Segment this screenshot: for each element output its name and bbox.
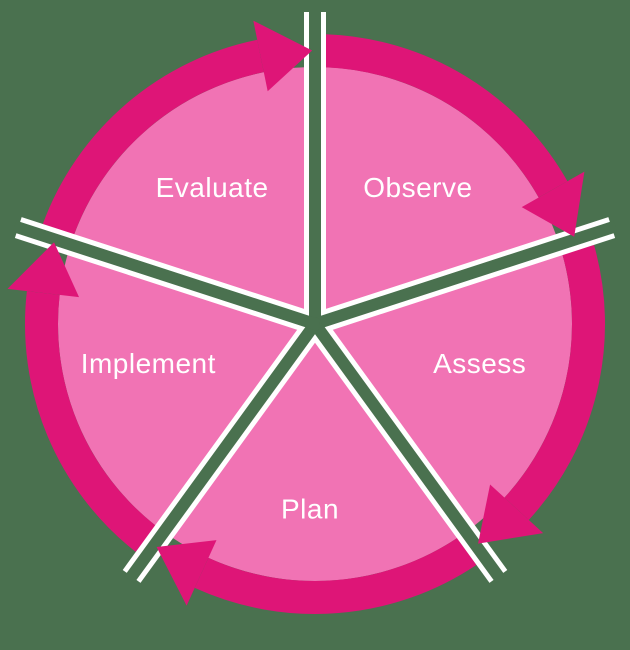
slice-label-evaluate: Evaluate [156,172,269,203]
arrow-head-evaluate [253,20,313,92]
arrow-arc-assess [504,245,605,520]
slice-plan [163,324,467,582]
arrow-arc-implement [25,291,157,552]
arrow-head-observe [521,171,585,237]
slice-label-implement: Implement [81,348,216,379]
arrow-arc-observe [324,34,568,198]
divider-gap-line [12,220,321,331]
arrow-arc-plan [194,537,477,614]
divider-gap-line [309,220,618,331]
arrow-head-implement [7,242,80,298]
slice-label-assess: Assess [433,348,526,379]
slice-label-plan: Plan [281,494,339,525]
divider-gap-line [124,317,323,584]
divider-gap-line [307,317,506,584]
slice-label-observe: Observe [363,172,472,203]
arrow-arc-evaluate [42,39,264,236]
arrow-head-plan [156,540,217,606]
slice-assess [315,244,572,532]
arrow-head-assess [478,484,544,544]
slice-implement [57,244,315,532]
